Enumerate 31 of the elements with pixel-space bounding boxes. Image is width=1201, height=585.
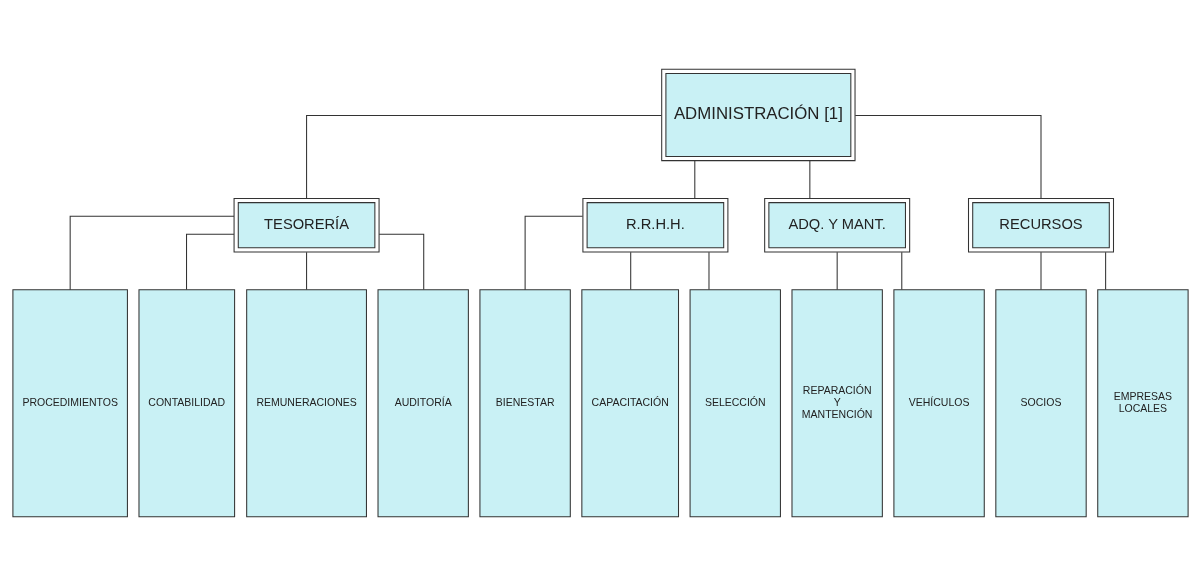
node-box: CAPACITACIÓN [581,288,680,517]
node-box: EMPRESAS LOCALES [1097,288,1189,517]
node-box: RECURSOS [967,197,1115,253]
connector [809,159,811,199]
node-box: CONTABILIDAD [138,288,236,517]
node-box: PROCEDIMIENTOS [12,288,128,517]
node-box: SOCIOS [995,288,1087,517]
node-box: BIENESTAR [479,288,571,517]
node-box: ADMINISTRACIÓN [1] [661,68,856,161]
connector [708,251,710,290]
connector [836,251,838,290]
connector [186,233,235,290]
node-box: TESORERÍA [233,197,380,253]
node-box: VEHÍCULOS [893,288,985,517]
connector [854,114,1042,199]
connector [69,215,235,290]
connector [524,215,584,290]
connector [306,251,308,290]
connector [378,233,425,290]
node-box: SELECCIÓN [689,288,781,517]
connector [1105,251,1107,290]
connector [694,159,696,199]
node-box: ADQ. Y MANT. [764,197,911,253]
node-box: REMUNERACIONES [246,288,367,517]
connector [630,251,632,290]
node-box: AUDITORÍA [377,288,469,517]
node-box: R.R.H.H. [582,197,729,253]
connector [306,114,662,199]
connector [1040,251,1042,290]
node-box: REPARACIÓN Y MANTENCIÓN [791,288,883,517]
connector [901,251,903,290]
